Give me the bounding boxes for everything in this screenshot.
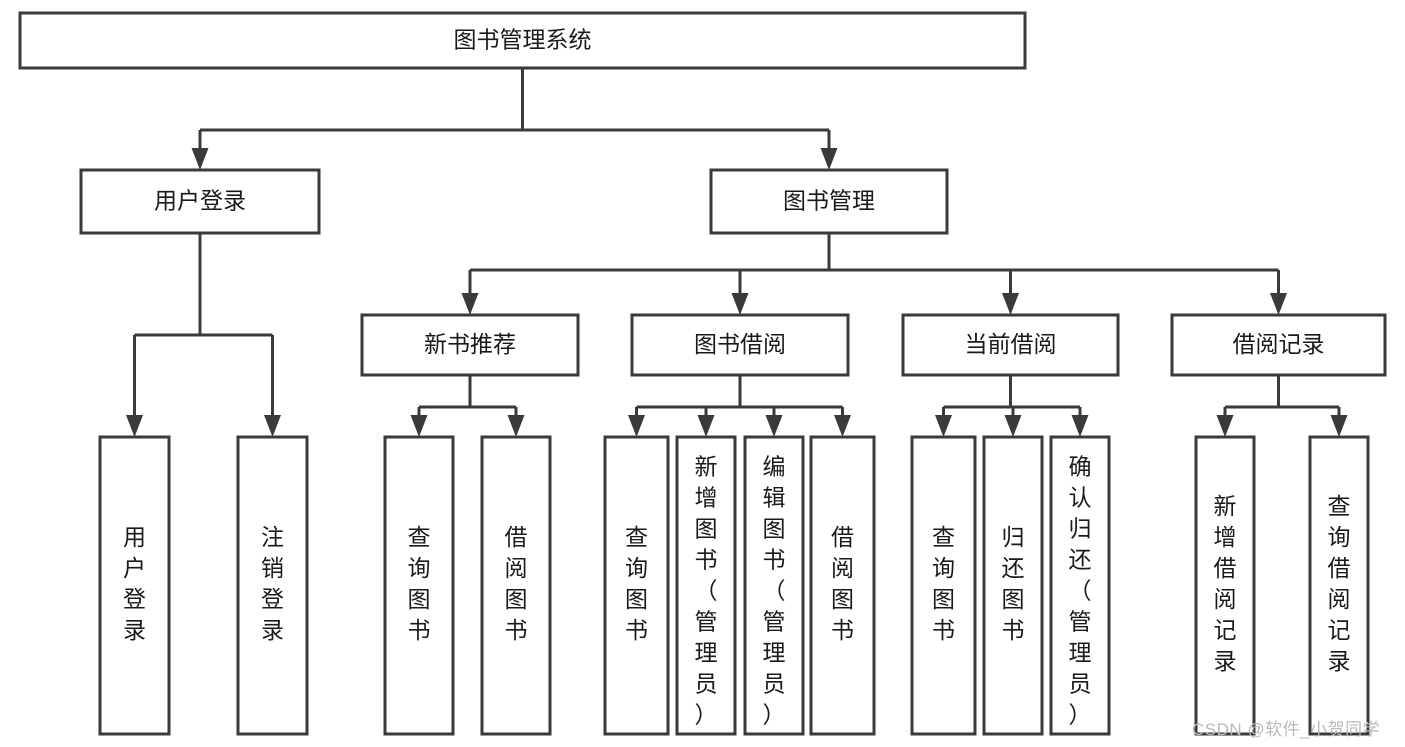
connector-group-current-borrow <box>935 375 1089 437</box>
node-borrow-record[interactable]: 借阅记录 <box>1170 313 1387 377</box>
arrow-head-icon <box>1071 415 1089 437</box>
node-label-leaf-return-book: 归还图书 <box>1002 524 1025 643</box>
node-leaf-confirm-return[interactable]: 确认归还（管理员） <box>1049 435 1111 736</box>
node-box-user-login[interactable] <box>79 168 321 235</box>
arrow-head-icon <box>461 293 479 315</box>
node-leaf-edit-book[interactable]: 编辑图书（管理员） <box>743 435 805 736</box>
arrow-head-icon <box>191 148 209 170</box>
node-box-leaf-query-book-borrow[interactable] <box>603 435 670 736</box>
node-label-leaf-confirm-return: 确认归还（管理员） <box>1069 454 1092 728</box>
node-leaf-return-book[interactable]: 归还图书 <box>982 435 1044 736</box>
arrow-head-icon <box>1330 415 1348 437</box>
arrow-head-icon <box>410 415 428 437</box>
node-box-leaf-return-book[interactable] <box>982 435 1044 736</box>
node-box-root[interactable] <box>18 11 1027 70</box>
connectors-layer <box>126 68 1348 437</box>
node-box-leaf-logout-login[interactable] <box>236 435 309 736</box>
node-box-leaf-borrow-book-recommend[interactable] <box>480 435 552 736</box>
node-box-leaf-query-book-recommend[interactable] <box>383 435 455 736</box>
node-box-leaf-add-borrow-record[interactable] <box>1194 435 1256 736</box>
node-label-user-login: 用户登录 <box>154 188 246 214</box>
node-box-leaf-borrow-book[interactable] <box>809 435 876 736</box>
node-label-leaf-user-login: 用户登录 <box>123 524 146 643</box>
node-new-book-recommend[interactable]: 新书推荐 <box>360 313 580 377</box>
watermark-label: CSDN @软件_小贺同学 <box>1192 720 1381 739</box>
node-leaf-query-borrow-record[interactable]: 查询借阅记录 <box>1308 435 1370 736</box>
arrow-head-icon <box>1004 415 1022 437</box>
node-box-leaf-edit-book[interactable] <box>743 435 805 736</box>
node-label-leaf-query-borrow-record: 查询借阅记录 <box>1328 493 1351 674</box>
node-label-leaf-borrow-book-recommend: 借阅图书 <box>505 524 528 643</box>
arrow-head-icon <box>1002 293 1019 315</box>
arrow-head-icon <box>1216 415 1234 437</box>
node-label-book-borrow: 图书借阅 <box>694 331 786 357</box>
node-leaf-add-book[interactable]: 新增图书（管理员） <box>675 435 737 736</box>
node-label-leaf-add-borrow-record: 新增借阅记录 <box>1214 493 1237 674</box>
connector-group-borrow-record <box>1216 375 1348 437</box>
node-book-borrow[interactable]: 图书借阅 <box>630 313 850 377</box>
node-label-borrow-record: 借阅记录 <box>1233 331 1325 357</box>
node-label-leaf-query-book-current: 查询图书 <box>932 524 955 643</box>
node-box-leaf-add-book[interactable] <box>675 435 737 736</box>
node-leaf-user-login[interactable]: 用户登录 <box>98 435 171 736</box>
node-leaf-logout-login[interactable]: 注销登录 <box>236 435 309 736</box>
arrow-head-icon <box>697 415 715 437</box>
node-label-leaf-add-book: 新增图书（管理员） <box>695 454 718 728</box>
arrow-head-icon <box>628 415 645 437</box>
arrow-head-icon <box>1270 293 1287 315</box>
arrow-head-icon <box>834 415 851 437</box>
node-label-leaf-query-book-recommend: 查询图书 <box>408 524 431 643</box>
node-user-login[interactable]: 用户登录 <box>79 168 321 235</box>
node-box-borrow-record[interactable] <box>1170 313 1387 377</box>
arrow-head-icon <box>507 415 525 437</box>
node-book-manage[interactable]: 图书管理 <box>709 168 949 235</box>
node-label-leaf-query-book-borrow: 查询图书 <box>625 524 648 643</box>
node-box-new-book-recommend[interactable] <box>360 313 580 377</box>
arrow-head-icon <box>935 415 952 437</box>
connector-group-new-book-recommend <box>410 375 525 437</box>
connector-group-book-borrow <box>628 375 851 437</box>
node-label-book-manage: 图书管理 <box>783 188 875 214</box>
node-root[interactable]: 图书管理系统 <box>18 11 1027 70</box>
node-leaf-add-borrow-record[interactable]: 新增借阅记录 <box>1194 435 1256 736</box>
node-label-root: 图书管理系统 <box>454 27 592 53</box>
node-box-current-borrow[interactable] <box>901 313 1120 377</box>
node-label-current-borrow: 当前借阅 <box>965 331 1057 357</box>
node-leaf-query-book-recommend[interactable]: 查询图书 <box>383 435 455 736</box>
node-leaf-query-book-current[interactable]: 查询图书 <box>910 435 977 736</box>
node-box-leaf-confirm-return[interactable] <box>1049 435 1111 736</box>
arrow-head-icon <box>820 148 838 170</box>
arrow-head-icon <box>765 415 783 437</box>
node-label-leaf-edit-book: 编辑图书（管理员） <box>763 454 786 728</box>
node-leaf-query-book-borrow[interactable]: 查询图书 <box>603 435 670 736</box>
node-box-leaf-user-login[interactable] <box>98 435 171 736</box>
node-label-new-book-recommend: 新书推荐 <box>424 331 516 357</box>
arrow-head-icon <box>264 415 281 437</box>
connector-group-user-login <box>126 233 281 437</box>
node-label-leaf-borrow-book: 借阅图书 <box>831 524 854 643</box>
node-leaf-borrow-book-recommend[interactable]: 借阅图书 <box>480 435 552 736</box>
arrow-head-icon <box>126 415 143 437</box>
node-box-book-manage[interactable] <box>709 168 949 235</box>
nodes-layer: 图书管理系统用户登录图书管理新书推荐图书借阅当前借阅借阅记录用户登录注销登录查询… <box>18 11 1387 736</box>
connector-group-root <box>191 68 838 170</box>
node-leaf-borrow-book[interactable]: 借阅图书 <box>809 435 876 736</box>
node-box-leaf-query-borrow-record[interactable] <box>1308 435 1370 736</box>
connector-group-book-manage <box>461 233 1287 315</box>
node-box-leaf-query-book-current[interactable] <box>910 435 977 736</box>
node-box-book-borrow[interactable] <box>630 313 850 377</box>
node-label-leaf-logout-login: 注销登录 <box>261 524 284 643</box>
node-current-borrow[interactable]: 当前借阅 <box>901 313 1120 377</box>
arrow-head-icon <box>731 293 749 315</box>
